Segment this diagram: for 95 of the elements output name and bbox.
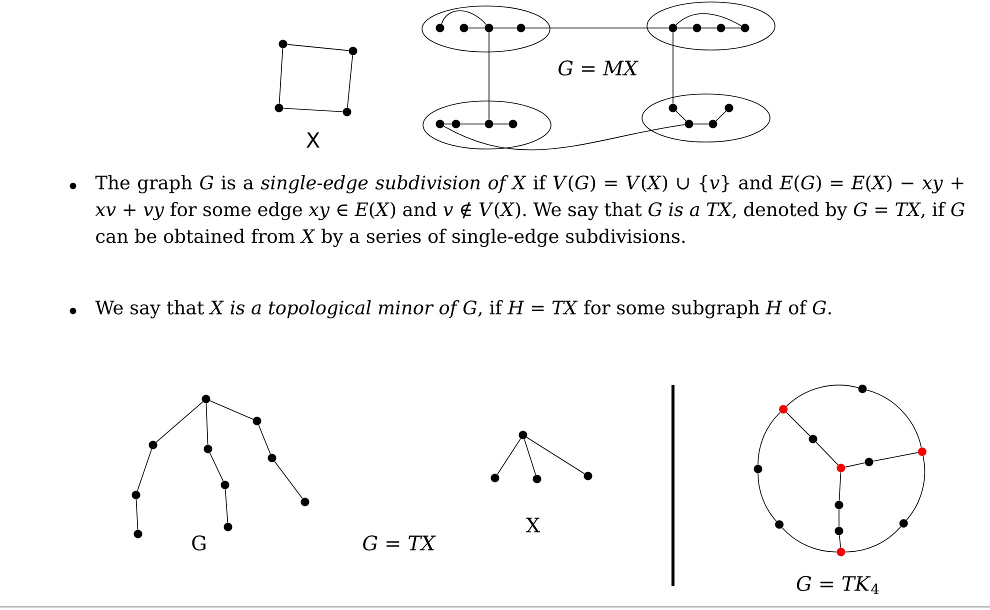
group-ellipse [422, 6, 550, 52]
graph-edge [258, 424, 271, 454]
graph-edge [156, 402, 204, 442]
group-ellipse [422, 100, 552, 150]
graph-edge [838, 509, 840, 527]
vertex-dot [808, 434, 818, 444]
vertex-dot [268, 454, 276, 462]
vertex-dot [220, 480, 230, 490]
graph-edge [347, 55, 353, 108]
vertex-dot [518, 430, 528, 440]
bullet-text: We say that X is a topological minor of G, if H = TX for some subgraph H of G. [95, 300, 831, 318]
vertex-dot [436, 120, 444, 128]
graph-edge [866, 390, 922, 448]
vertex-dot [692, 24, 702, 32]
graph-edge [136, 499, 138, 530]
vertex-dot [516, 24, 526, 32]
graph-edge [210, 452, 224, 482]
vertex-dot [252, 416, 262, 426]
vertex-dot [684, 120, 694, 128]
vertex-dot [484, 120, 494, 128]
vertex-dot [918, 447, 926, 456]
graph-edge [443, 124, 685, 150]
graph-edge [758, 473, 777, 522]
graph-edge [224, 489, 228, 523]
graph-edge [816, 442, 838, 466]
vertex-dot [754, 464, 762, 474]
vertex-dot [202, 394, 210, 404]
graph-label: G = TK$_{4}$ [796, 576, 879, 594]
graph-edge [497, 438, 521, 475]
graph-edge [488, 32, 490, 120]
graph-edge [786, 412, 810, 436]
group-ellipse [646, 2, 776, 50]
graph-edge [274, 461, 303, 499]
vertex-dot [668, 104, 678, 112]
vertex-dot [836, 548, 846, 556]
graph-label: G [192, 535, 206, 551]
graph-edge [524, 438, 536, 476]
graph-edge [287, 44, 349, 51]
vertex-dot [834, 526, 844, 536]
vertex-dot [204, 444, 212, 454]
graph-edge [441, 10, 487, 25]
vertex-dot [278, 40, 288, 48]
vertex-dot [452, 120, 460, 128]
graph-edge [716, 110, 726, 122]
bullet-text: The graph G is a single-edge subdivision of X if V(G) = V(X) ∪ {v} and E(G) = E(X) − xy + xv + vy for some edge xy ∈ E(X) and v ∉ V(X). We say that G is a TX, denoted by G = TX, if G can be obtained from X by a series of single-edge subdivisions. [95, 175, 964, 247]
vertex-dot [716, 24, 726, 32]
graph-edge [283, 108, 343, 112]
vertex-dot [148, 440, 158, 450]
vertex-dot [508, 120, 518, 128]
vertex-dot [724, 104, 734, 112]
vertex-dot [858, 384, 867, 394]
vertex-dot [864, 458, 874, 466]
vertex-dot [342, 108, 352, 116]
vertex-dot [484, 24, 494, 32]
vertex-dot [775, 520, 784, 529]
graph-edge [838, 472, 842, 501]
graph-label: X [526, 518, 540, 532]
vertex-dot [300, 498, 310, 506]
graph-edge [672, 32, 674, 104]
graph-label: G = MX [558, 60, 638, 76]
graph-edge [839, 535, 841, 548]
vertex-dot [668, 24, 678, 32]
vertex-dot [490, 474, 500, 482]
graph-label: G = TX [363, 535, 436, 551]
graph-label: X [306, 132, 320, 148]
graph-edge [844, 462, 866, 468]
graph-edge [676, 110, 686, 122]
vertex-dot [132, 490, 140, 500]
vertex-dot [899, 519, 908, 528]
graph-edge [676, 13, 742, 26]
vertex-dot [436, 24, 444, 32]
vertex-dot [134, 530, 142, 538]
graph-edge [137, 448, 152, 492]
vertex-dot [834, 500, 844, 510]
graph-edge [758, 412, 781, 465]
graph-edge [872, 452, 918, 462]
vertex-dot [274, 104, 284, 112]
graph-edge [845, 526, 902, 552]
vertex-dot [584, 472, 592, 480]
vertex-dot [740, 24, 750, 32]
vertex-dot [708, 120, 718, 128]
vertex-dot [532, 474, 542, 484]
graph-edge [526, 436, 585, 474]
vertex-dot [779, 405, 788, 414]
group-ellipse [642, 94, 770, 142]
vertex-dot [224, 522, 232, 532]
vertex-dot [460, 24, 468, 32]
graph-edge [786, 384, 859, 407]
graph-edge [210, 400, 254, 420]
graph-edge [278, 48, 284, 104]
graph-edge [206, 403, 208, 445]
vertex-dot [348, 46, 358, 56]
graph-edge [782, 527, 837, 552]
vertex-dot [836, 464, 846, 472]
graph-edge [906, 456, 926, 520]
